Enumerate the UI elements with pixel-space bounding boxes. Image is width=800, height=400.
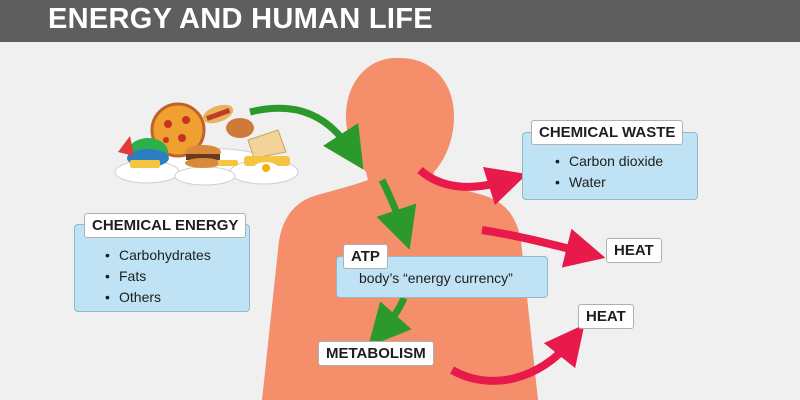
atp-label: ATP	[343, 244, 388, 269]
chemical-energy-list: Carbohydrates Fats Others	[105, 245, 211, 308]
page-title: ENERGY AND HUMAN LIFE	[48, 3, 433, 35]
arrow-to-heat-lower	[449, 324, 585, 385]
chemical-waste-list: Carbon dioxide Water	[555, 151, 663, 193]
heat-label-lower: HEAT	[578, 304, 634, 329]
list-item: Carbon dioxide	[555, 151, 663, 172]
arrow-to-chemical-waste	[417, 166, 528, 206]
arrow-atp-to-metabolism	[368, 296, 412, 347]
list-item: Others	[105, 287, 211, 308]
arrow-food-to-body	[249, 104, 364, 170]
metabolism-label: METABOLISM	[318, 341, 434, 366]
chemical-waste-label: CHEMICAL WASTE	[531, 120, 684, 145]
title-bar: ENERGY AND HUMAN LIFE	[0, 0, 800, 42]
arrow-to-heat-upper	[481, 226, 606, 268]
list-item: Water	[555, 172, 663, 193]
heat-label-upper: HEAT	[606, 238, 662, 263]
atp-description: body’s “energy currency”	[359, 270, 513, 286]
list-item: Carbohydrates	[105, 245, 211, 266]
food-plate-icon	[114, 102, 299, 186]
arrow-body-to-atp	[376, 178, 417, 250]
chemical-energy-label: CHEMICAL ENERGY	[84, 213, 247, 238]
list-item: Fats	[105, 266, 211, 287]
chemical-energy-box: Carbohydrates Fats Others	[74, 224, 250, 312]
